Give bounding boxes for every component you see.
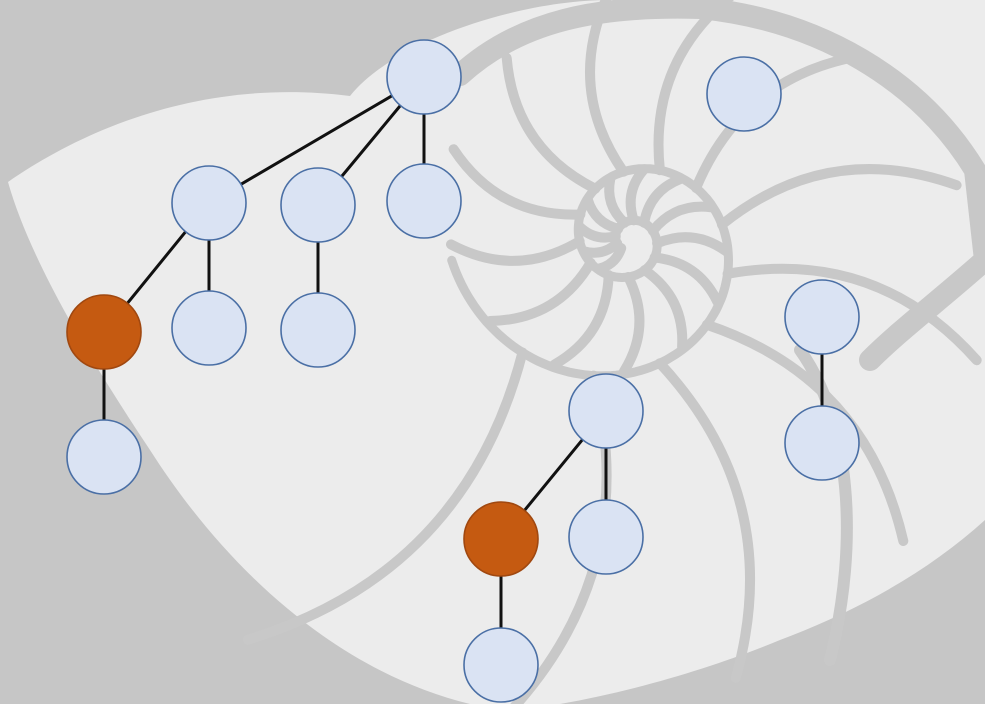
shell-rib: [574, 221, 621, 243]
shell-rib: [639, 174, 686, 228]
node-d-child-2: [568, 499, 644, 575]
shell-rib: [618, 272, 645, 377]
edge-d-root-to-d-child-1: [523, 438, 584, 512]
shell-rib: [549, 270, 614, 370]
node-a-grandchild-3: [280, 292, 356, 368]
node-a-great-grandchild-1: [66, 419, 142, 495]
shell-rib: [593, 243, 627, 274]
shell-outer-band: [449, 0, 985, 371]
shell-rib: [652, 232, 732, 257]
node-a-child-1: [171, 165, 247, 241]
node-a-root: [386, 39, 462, 115]
shell-rib: [604, 173, 630, 228]
shell-lip: [794, 344, 853, 666]
node-a-child-2: [280, 167, 356, 243]
node-a-grandchild-2: [171, 290, 247, 366]
shell-rib: [625, 165, 649, 226]
shell-rib: [242, 347, 528, 645]
node-a-child-3: [386, 163, 462, 239]
shell-rib: [701, 319, 909, 546]
shell-rib: [501, 53, 601, 194]
shell-rib: [653, 0, 735, 176]
node-d-grandchild-1: [463, 627, 539, 703]
shell-rib: [446, 236, 585, 266]
edge-layer: [102, 94, 824, 630]
shell-rib: [716, 164, 962, 230]
node-d-root: [568, 373, 644, 449]
edge-a-root-to-a-child-1: [239, 94, 394, 186]
shell-rib: [654, 358, 755, 683]
shell-rib: [485, 257, 596, 326]
shell-rib: [649, 252, 723, 307]
highlighted-node-d-child-1: [463, 501, 539, 577]
shell-rib: [585, 0, 629, 177]
shell-rib: [647, 201, 716, 236]
edge-a-child-1-to-a-grandchild-1: [125, 230, 188, 305]
shell-rib: [722, 263, 982, 366]
shell-rib: [582, 195, 624, 234]
highlighted-node-a-grandchild-1: [66, 294, 142, 370]
node-layer: [66, 39, 860, 703]
node-c-child-1: [784, 405, 860, 481]
edge-a-root-to-a-child-2: [340, 104, 402, 178]
shell-rib: [448, 144, 586, 220]
node-b-root: [706, 56, 782, 132]
shell-rib: [579, 238, 623, 258]
node-c-root: [784, 279, 860, 355]
shell-rib: [639, 265, 688, 352]
